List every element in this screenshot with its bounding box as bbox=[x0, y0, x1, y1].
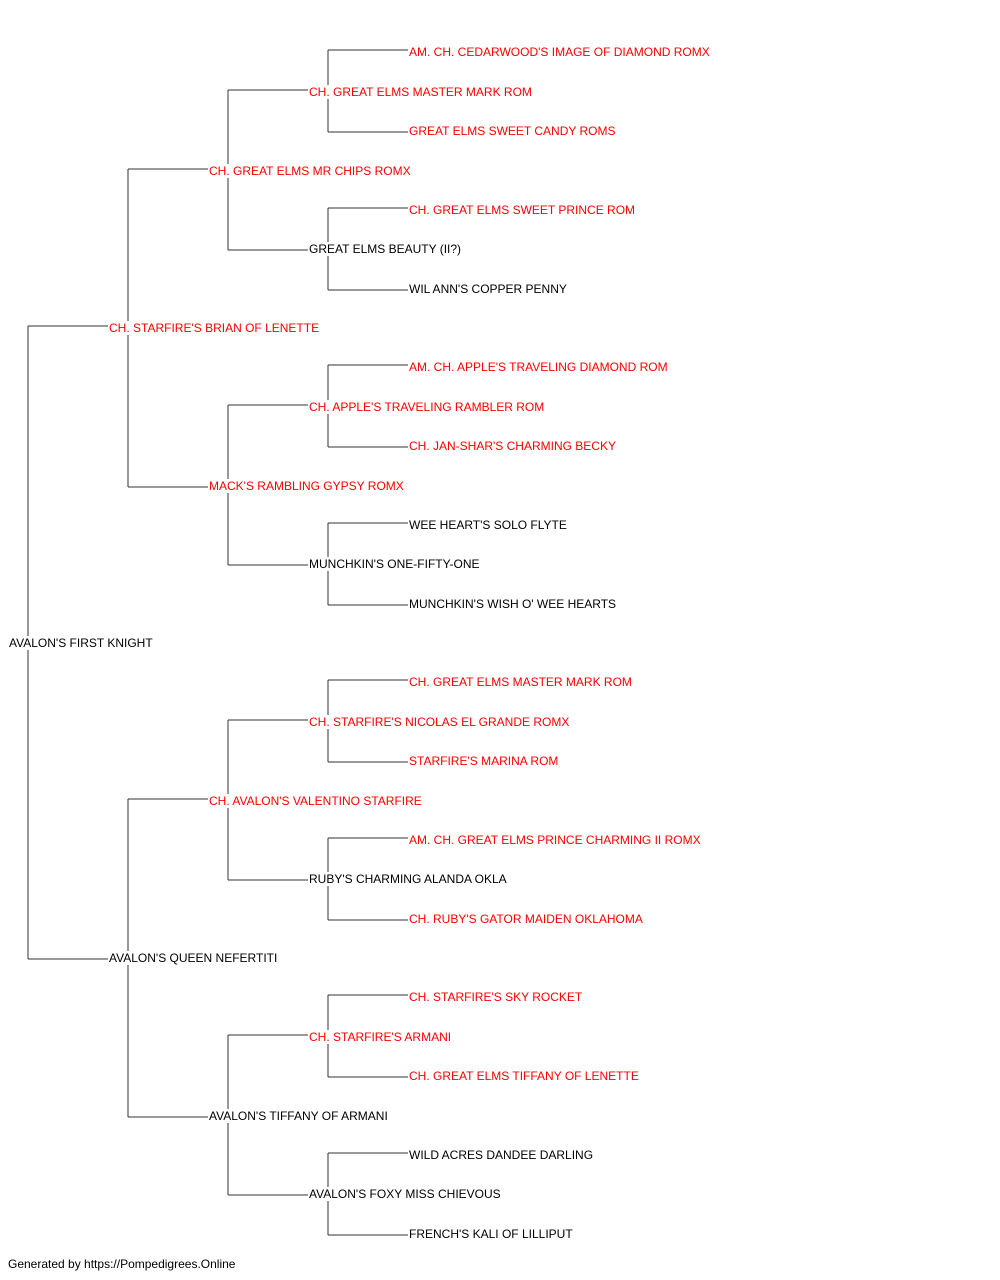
pedigree-node-gen4-dam-sire-dam-dam: CH. RUBY'S GATOR MAIDEN OKLAHOMA bbox=[408, 911, 644, 926]
pedigree-node-gen4-dam-dam-sire-sire: CH. STARFIRE'S SKY ROCKET bbox=[408, 990, 584, 1005]
pedigree-node-gen4-sire-sire-sire-sire: AM. CH. CEDARWOOD'S IMAGE OF DIAMOND ROM… bbox=[408, 45, 711, 60]
pedigree-node-gen4-sire-dam-dam-dam: MUNCHKIN'S WISH O' WEE HEARTS bbox=[408, 596, 618, 611]
pedigree-node-gen2-sire-sire: CH. GREAT ELMS MR CHIPS ROMX bbox=[208, 163, 412, 178]
pedigree-node-gen3-sire-sire-sire: CH. GREAT ELMS MASTER MARK ROM bbox=[308, 84, 533, 99]
pedigree-node-gen3-sire-sire-dam: GREAT ELMS BEAUTY (II?) bbox=[308, 242, 463, 257]
pedigree-node-gen4-sire-sire-dam-dam: WIL ANN'S COPPER PENNY bbox=[408, 281, 568, 296]
pedigree-node-gen2-sire-dam: MACK'S RAMBLING GYPSY ROMX bbox=[208, 478, 405, 493]
pedigree-node-gen3-dam-sire-sire: CH. STARFIRE'S NICOLAS EL GRANDE ROMX bbox=[308, 714, 571, 729]
pedigree-node-gen2-dam-dam: AVALON'S TIFFANY OF ARMANI bbox=[208, 1108, 389, 1123]
pedigree-node-gen4-sire-dam-dam-sire: WEE HEART'S SOLO FLYTE bbox=[408, 517, 568, 532]
footer-credit: Generated by https://Pompedigrees.Online bbox=[8, 1257, 236, 1271]
pedigree-node-gen4-dam-sire-dam-sire: AM. CH. GREAT ELMS PRINCE CHARMING II RO… bbox=[408, 832, 702, 847]
pedigree-node-gen3-dam-dam-dam: AVALON'S FOXY MISS CHIEVOUS bbox=[308, 1187, 502, 1202]
pedigree-node-gen4-sire-dam-sire-sire: AM. CH. APPLE'S TRAVELING DIAMOND ROM bbox=[408, 360, 669, 375]
pedigree-node-gen2-dam-sire: CH. AVALON'S VALENTINO STARFIRE bbox=[208, 793, 423, 808]
pedigree-node-gen4-sire-dam-sire-dam: CH. JAN-SHAR'S CHARMING BECKY bbox=[408, 439, 617, 454]
pedigree-node-gen4-sire-sire-dam-sire: CH. GREAT ELMS SWEET PRINCE ROM bbox=[408, 202, 637, 217]
pedigree-node-gen3-sire-dam-sire: CH. APPLE'S TRAVELING RAMBLER ROM bbox=[308, 399, 546, 414]
pedigree-node-gen1-dam: AVALON'S QUEEN NEFERTITI bbox=[108, 951, 279, 965]
pedigree-node-gen4-dam-dam-dam-dam: FRENCH'S KALI OF LILLIPUT bbox=[408, 1226, 574, 1241]
pedigree-node-gen3-dam-sire-dam: RUBY'S CHARMING ALANDA OKLA bbox=[308, 872, 508, 887]
pedigree-node-gen3-dam-dam-sire: CH. STARFIRE'S ARMANI bbox=[308, 1029, 453, 1044]
pedigree-node-gen3-sire-dam-dam: MUNCHKIN'S ONE-FIFTY-ONE bbox=[308, 557, 481, 572]
pedigree-node-gen4-dam-dam-sire-dam: CH. GREAT ELMS TIFFANY OF LENETTE bbox=[408, 1069, 640, 1084]
pedigree-node-gen4-dam-sire-sire-dam: STARFIRE'S MARINA ROM bbox=[408, 754, 560, 769]
pedigree-node-gen1-sire: CH. STARFIRE'S BRIAN OF LENETTE bbox=[108, 321, 321, 335]
pedigree-node-gen4-dam-sire-sire-sire: CH. GREAT ELMS MASTER MARK ROM bbox=[408, 675, 633, 690]
pedigree-node-gen4-dam-dam-dam-sire: WILD ACRES DANDEE DARLING bbox=[408, 1147, 595, 1162]
pedigree-node-gen4-sire-sire-sire-dam: GREAT ELMS SWEET CANDY ROMS bbox=[408, 124, 617, 139]
pedigree-node-gen0: AVALON'S FIRST KNIGHT bbox=[8, 636, 154, 650]
